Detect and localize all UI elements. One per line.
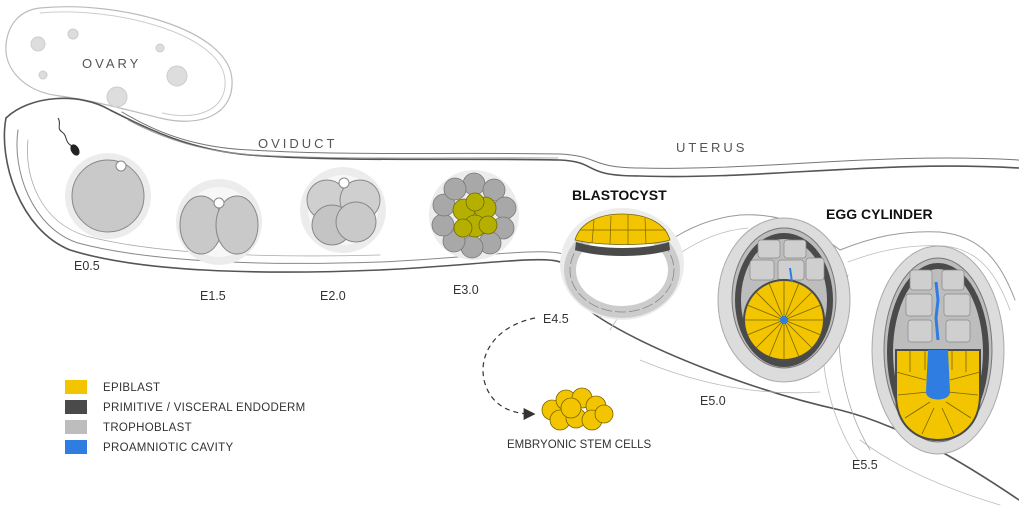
legend-label: PRIMITIVE / VISCERAL ENDODERM (103, 402, 306, 414)
differentiation-arrow (482, 317, 536, 420)
stage-e3-0: E3.0 (453, 283, 479, 297)
ovary-label: OVARY (82, 56, 141, 71)
ovary (5, 6, 233, 122)
egg-cylinder-e5-0 (717, 217, 851, 383)
egg-cylinder-heading: EGG CYLINDER (826, 206, 933, 222)
stage-e5-0: E5.0 (700, 394, 726, 408)
stage-e5-5: E5.5 (852, 458, 878, 472)
stage-e1-5: E1.5 (200, 289, 226, 303)
sperm (57, 117, 80, 156)
legend: EPIBLAST PRIMITIVE / VISCERAL ENDODERM TRO… (65, 380, 306, 454)
morula-e3-0 (429, 170, 519, 260)
stem-cells-label: EMBRYONIC STEM CELLS (507, 439, 652, 451)
blastocyst-e4-5 (560, 208, 684, 320)
embryonic-stem-cells (541, 387, 614, 431)
legend-label: TROPHOBLAST (103, 422, 192, 434)
oviduct-label: OVIDUCT (258, 136, 338, 151)
legend-swatch (65, 380, 87, 394)
legend-label: EPIBLAST (103, 382, 160, 394)
four-cell-e2-0 (300, 167, 386, 253)
egg-cylinder-e5-5 (871, 245, 1005, 455)
blastocyst-heading: BLASTOCYST (572, 187, 667, 203)
stage-e0-5: E0.5 (74, 259, 100, 273)
zygote-e0-5 (65, 153, 151, 239)
stage-e2-0: E2.0 (320, 289, 346, 303)
legend-swatch (65, 440, 87, 454)
legend-swatch (65, 420, 87, 434)
legend-swatch (65, 400, 87, 414)
uterus-label: UTERUS (676, 140, 747, 155)
two-cell-e1-5 (176, 179, 262, 265)
stage-e4-5: E4.5 (543, 312, 569, 326)
legend-label: PROAMNIOTIC CAVITY (103, 442, 233, 454)
